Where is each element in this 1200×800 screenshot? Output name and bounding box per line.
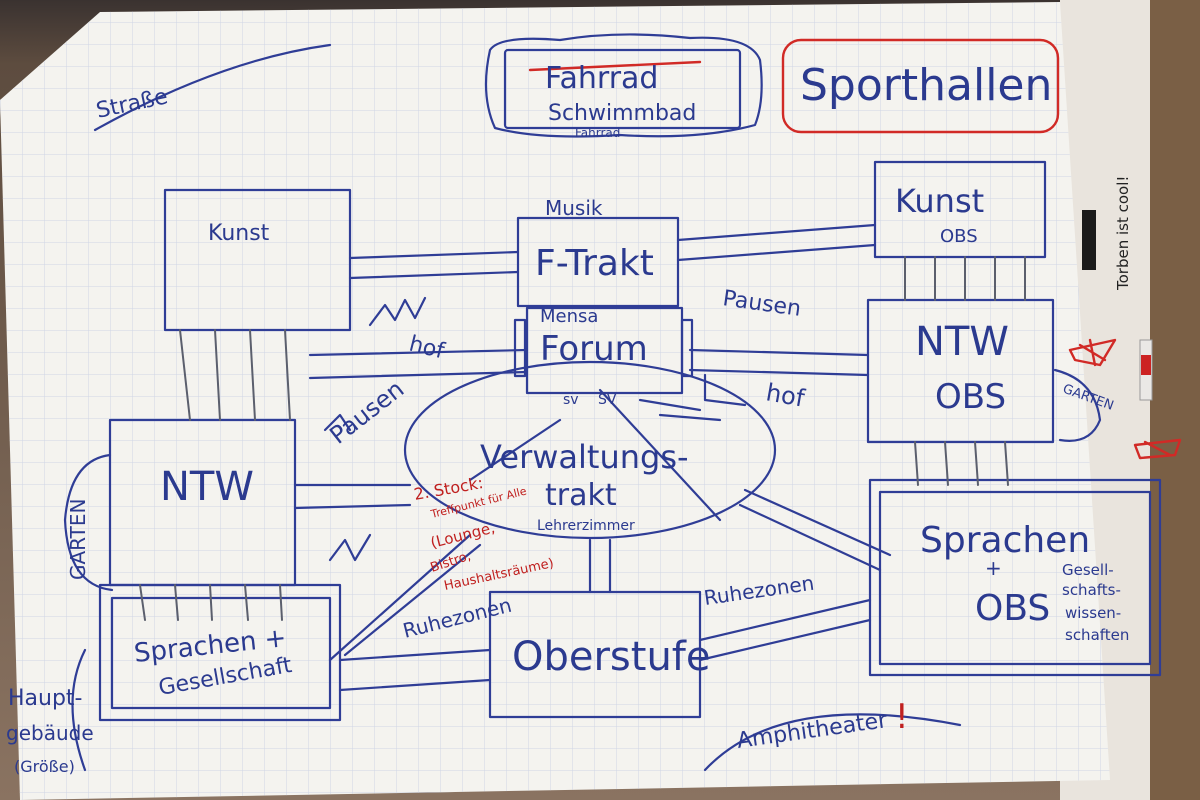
label-gesell-3: wissen- <box>1065 604 1121 622</box>
label-hof-right: hof <box>764 378 807 412</box>
label-schwimmbad: Schwimmbad <box>548 101 696 126</box>
label-obs-kunst: OBS <box>940 226 978 247</box>
label-trakt: trakt <box>545 478 617 513</box>
amphitheater-arc <box>703 713 962 772</box>
label-sv1: sv <box>563 392 579 408</box>
label-gesell-1: Gesell- <box>1062 561 1114 579</box>
label-exclamation: ! <box>895 697 909 737</box>
label-fahrrad-struck: Fahrrad <box>545 61 658 96</box>
label-forum: Forum <box>540 329 648 369</box>
ntw-right-box <box>866 298 1055 444</box>
label-hauptgebaeude-2: gebäude <box>6 721 94 745</box>
garden-left-bracket <box>63 453 114 592</box>
label-strasse: Straße <box>94 84 170 124</box>
sprachen-right-box <box>868 478 1162 677</box>
label-kunst-right: Kunst <box>895 182 984 220</box>
verwaltung-ellipse <box>403 360 777 540</box>
sporthallen-box <box>781 38 1060 134</box>
label-gesell-2: schafts- <box>1062 581 1121 599</box>
f-trakt-box <box>516 216 680 308</box>
kunst-left-box <box>163 188 352 332</box>
label-ruhezonen-right: Ruhezonen <box>702 571 815 610</box>
kunst-right-box <box>873 160 1047 259</box>
label-lehrerzimmer: Lehrerzimmer <box>537 518 635 534</box>
label-hauptgebaeude-1: Haupt- <box>8 686 83 711</box>
street-line <box>93 43 332 132</box>
label-ruhezonen-left: Ruhezonen <box>400 593 514 643</box>
label-verwaltungs: Verwaltungs- <box>480 438 689 476</box>
label-f-trakt: F-Trakt <box>535 243 654 284</box>
label-plus-right: + <box>985 556 1002 580</box>
label-fahrrad-small: Fahrrad <box>575 126 620 140</box>
label-sv2: SV <box>598 392 617 408</box>
label-hof-left: hof <box>407 332 448 365</box>
label-ntw-right: NTW <box>915 319 1009 365</box>
label-pausen-right: Pausen <box>721 286 802 322</box>
label-oberstufe: Oberstufe <box>512 634 711 680</box>
pool-box <box>503 48 742 130</box>
label-musik: Musik <box>545 196 603 220</box>
label-ntw-left: NTW <box>160 464 254 510</box>
label-side-note: Torben ist cool! <box>1114 176 1132 291</box>
label-stock-3: (Lounge, <box>429 519 497 552</box>
label-pausen-left: Pausen <box>324 375 409 450</box>
oberstufe-box <box>488 590 702 719</box>
label-mensa: Mensa <box>540 306 598 327</box>
label-kunst-left: Kunst <box>208 221 270 246</box>
label-obs-ntw: OBS <box>935 377 1006 417</box>
label-sporthallen: Sporthallen <box>800 60 1052 111</box>
label-sprachen-right: Sprachen <box>920 520 1090 561</box>
pool-cloud <box>484 33 763 138</box>
garden-right-bracket <box>1053 368 1102 442</box>
label-obs-sprachen: OBS <box>975 588 1050 629</box>
label-garten-right: GARTEN <box>1061 382 1116 414</box>
label-amphitheater: Amphitheater <box>735 708 889 754</box>
label-gesell-4: schaften <box>1065 626 1129 644</box>
label-garten-left: GARTEN <box>66 499 90 580</box>
label-stock-4: Bistro, <box>429 549 473 576</box>
label-hauptgebaeude-3: (Größe) <box>14 757 75 776</box>
